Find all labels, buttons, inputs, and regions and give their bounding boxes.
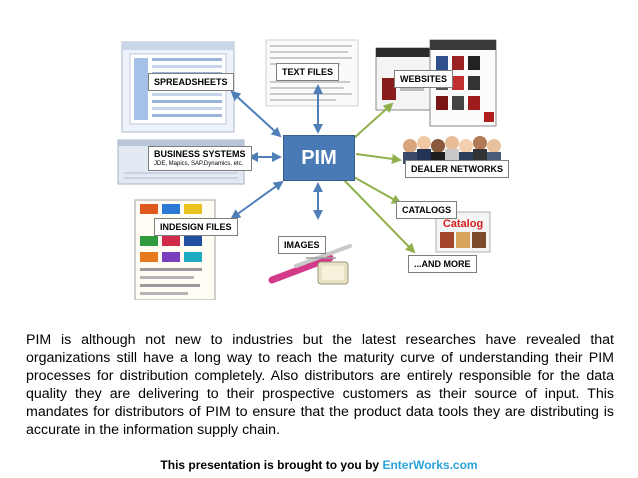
- footer: This presentation is brought to you by E…: [0, 458, 638, 472]
- catalog-cover-image: Catalog: [435, 211, 491, 253]
- arrow-pim-catalogs: [351, 175, 402, 204]
- images-label: IMAGES: [278, 236, 326, 254]
- arrow-pim-websites: [353, 102, 394, 139]
- pim-center-box: PIM: [283, 135, 355, 181]
- and-more-label: ...AND MORE: [408, 255, 477, 273]
- spreadsheets-label: SPREADSHEETS: [148, 73, 234, 91]
- arrow-pim-and-more: [343, 179, 416, 254]
- input-arrows: [230, 84, 323, 220]
- catalog-cover-word: Catalog: [443, 218, 483, 230]
- body-paragraph: PIM is although not new to industries bu…: [26, 332, 614, 438]
- dealer-networks-label: DEALER NETWORKS: [405, 160, 509, 178]
- dealer-networks-image: [400, 130, 504, 164]
- images-image: [268, 244, 352, 285]
- business-systems-title: BUSINESS SYSTEMS: [154, 149, 246, 159]
- indesign-files-label: INDESIGN FILES: [154, 218, 238, 236]
- arrow-pim-dealer-networks: [355, 153, 402, 164]
- text-files-label: TEXT FILES: [276, 63, 340, 81]
- catalogs-label: CATALOGS: [396, 201, 458, 219]
- footer-prefix: This presentation is brought to you by: [160, 458, 383, 472]
- business-systems-subtitle: JDE, Mapics, SAP,Dynamics, etc.: [154, 161, 244, 167]
- websites-label: WEBSITES: [394, 70, 454, 88]
- arrow-indesign-pim: [230, 180, 284, 220]
- arrow-spreadsheets-pim: [230, 90, 282, 138]
- pim-diagram: Catalog: [117, 39, 504, 300]
- output-arrows: [343, 102, 416, 254]
- footer-brand-link[interactable]: EnterWorks.com: [382, 458, 478, 472]
- indesign-files-image: [134, 199, 216, 300]
- business-systems-label: BUSINESS SYSTEMS JDE, Mapics, SAP,Dynami…: [148, 146, 252, 171]
- spreadsheets-image: [121, 41, 235, 133]
